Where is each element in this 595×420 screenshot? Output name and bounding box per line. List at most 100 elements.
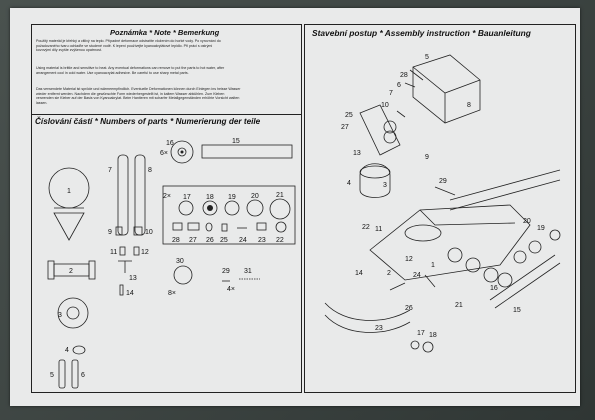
label-part-14: 14 bbox=[126, 290, 134, 297]
label-part-16: 16 bbox=[166, 140, 174, 147]
rear-plate-shape bbox=[359, 104, 401, 156]
callout-12: 12 bbox=[405, 256, 413, 263]
callout-10: 10 bbox=[381, 102, 389, 109]
label-part-13: 13 bbox=[129, 275, 137, 282]
qty-6x: 6× bbox=[160, 150, 168, 157]
callout-27: 27 bbox=[341, 124, 349, 131]
label-part-15: 15 bbox=[232, 138, 240, 145]
parts-panel: Číslování částí * Numbers of parts * Num… bbox=[31, 114, 302, 393]
label-part-30: 30 bbox=[176, 258, 184, 265]
qty-2x: 2× bbox=[163, 193, 171, 200]
note-paragraph-en: Using material is brittle and sensitive … bbox=[36, 66, 225, 75]
callout-6: 6 bbox=[397, 82, 401, 89]
callout-22: 22 bbox=[362, 224, 370, 231]
callout-8: 8 bbox=[467, 102, 471, 109]
label-part-19: 19 bbox=[228, 194, 236, 201]
label-part-31: 31 bbox=[244, 268, 252, 275]
callout-18: 18 bbox=[429, 332, 437, 339]
callout-14: 14 bbox=[355, 270, 363, 277]
part-7-shape bbox=[117, 154, 129, 236]
parts-drawing: 1 2 3 4 5 6 7 8 9 10 11 12 13 14 15 16 1… bbox=[47, 138, 296, 389]
part-5-shape bbox=[58, 359, 66, 389]
note-title: Poznámka * Note * Bemerkung bbox=[110, 28, 220, 37]
part-11-shape bbox=[119, 246, 126, 256]
callout-3: 3 bbox=[383, 182, 387, 189]
callout-19: 19 bbox=[537, 225, 545, 232]
callout-2: 2 bbox=[387, 270, 391, 277]
assembly-panel: Stavební postup * Assembly instruction *… bbox=[304, 24, 576, 393]
qty-4x: 4× bbox=[227, 286, 235, 293]
part-25-shape bbox=[221, 223, 228, 232]
label-part-18: 18 bbox=[206, 194, 214, 201]
callout-21: 21 bbox=[455, 302, 463, 309]
lower-track-left bbox=[324, 302, 411, 333]
instruction-sheet: Poznámka * Note * Bemerkung Použitý mate… bbox=[10, 8, 580, 406]
part-6-shape bbox=[71, 359, 79, 389]
label-part-20: 20 bbox=[251, 193, 259, 200]
callout-24: 24 bbox=[413, 272, 421, 279]
part-22-shape bbox=[275, 221, 287, 233]
part-10-shape bbox=[133, 226, 143, 236]
upper-track-shape bbox=[449, 169, 561, 211]
engine-deck-shape bbox=[412, 54, 481, 124]
callout-20: 20 bbox=[523, 218, 531, 225]
wheels-box bbox=[162, 185, 296, 245]
part-21-shape bbox=[269, 198, 291, 220]
label-part-3: 3 bbox=[58, 312, 62, 319]
part-1-lower bbox=[53, 212, 85, 241]
callout-28: 28 bbox=[400, 72, 408, 79]
parts-title: Číslování částí * Numbers of parts * Num… bbox=[35, 117, 261, 126]
label-part-22: 22 bbox=[276, 237, 284, 244]
label-part-2: 2 bbox=[69, 268, 73, 275]
part-9-shape bbox=[115, 226, 123, 236]
label-part-29: 29 bbox=[222, 268, 230, 275]
callout-1: 1 bbox=[431, 262, 435, 269]
label-part-4: 4 bbox=[65, 347, 69, 354]
callout-11: 11 bbox=[375, 226, 382, 233]
label-part-26: 26 bbox=[206, 237, 214, 244]
part-18-shape bbox=[202, 200, 218, 216]
turret-shape bbox=[359, 163, 391, 198]
label-part-23: 23 bbox=[258, 237, 266, 244]
callout-4: 4 bbox=[347, 180, 351, 187]
label-part-12: 12 bbox=[141, 249, 149, 256]
part-20-shape bbox=[246, 199, 264, 217]
part-4-shape bbox=[72, 345, 86, 355]
label-part-27: 27 bbox=[189, 237, 197, 244]
label-part-6: 6 bbox=[81, 372, 85, 379]
part-30-shape bbox=[173, 265, 193, 285]
hull-shape bbox=[369, 204, 531, 281]
part-19-shape bbox=[224, 200, 240, 216]
part-8-shape bbox=[134, 154, 146, 236]
callout-29: 29 bbox=[439, 178, 447, 185]
callout-23: 23 bbox=[375, 325, 383, 332]
callout-13: 13 bbox=[353, 150, 361, 157]
part-14-shape bbox=[119, 284, 124, 296]
part-13-shape bbox=[118, 260, 132, 273]
qty-8x: 8× bbox=[168, 290, 176, 297]
part-16-shape bbox=[170, 140, 194, 164]
label-part-17: 17 bbox=[183, 194, 191, 201]
callout-17: 17 bbox=[417, 330, 425, 337]
callout-15: 15 bbox=[513, 307, 521, 314]
callout-26: 26 bbox=[405, 305, 413, 312]
callout-7: 7 bbox=[389, 90, 393, 97]
assembly-title: Stavební postup * Assembly instruction *… bbox=[312, 28, 531, 38]
part-28-shape bbox=[172, 222, 183, 231]
part-17-shape bbox=[178, 200, 194, 216]
lower-track-right bbox=[489, 254, 561, 309]
label-part-24: 24 bbox=[239, 237, 247, 244]
label-part-10: 10 bbox=[145, 229, 153, 236]
label-part-28: 28 bbox=[172, 237, 180, 244]
label-part-11: 11 bbox=[110, 249, 117, 256]
part-26-shape bbox=[205, 222, 213, 232]
note-paragraph-de: Das verwendete Material ist spröde und w… bbox=[36, 87, 241, 105]
part-27-shape bbox=[187, 222, 200, 231]
label-part-25: 25 bbox=[220, 237, 228, 244]
callout-5: 5 bbox=[425, 54, 429, 61]
part-3-shape bbox=[57, 297, 89, 329]
part-12-shape bbox=[133, 246, 140, 256]
callout-25: 25 bbox=[345, 112, 353, 119]
